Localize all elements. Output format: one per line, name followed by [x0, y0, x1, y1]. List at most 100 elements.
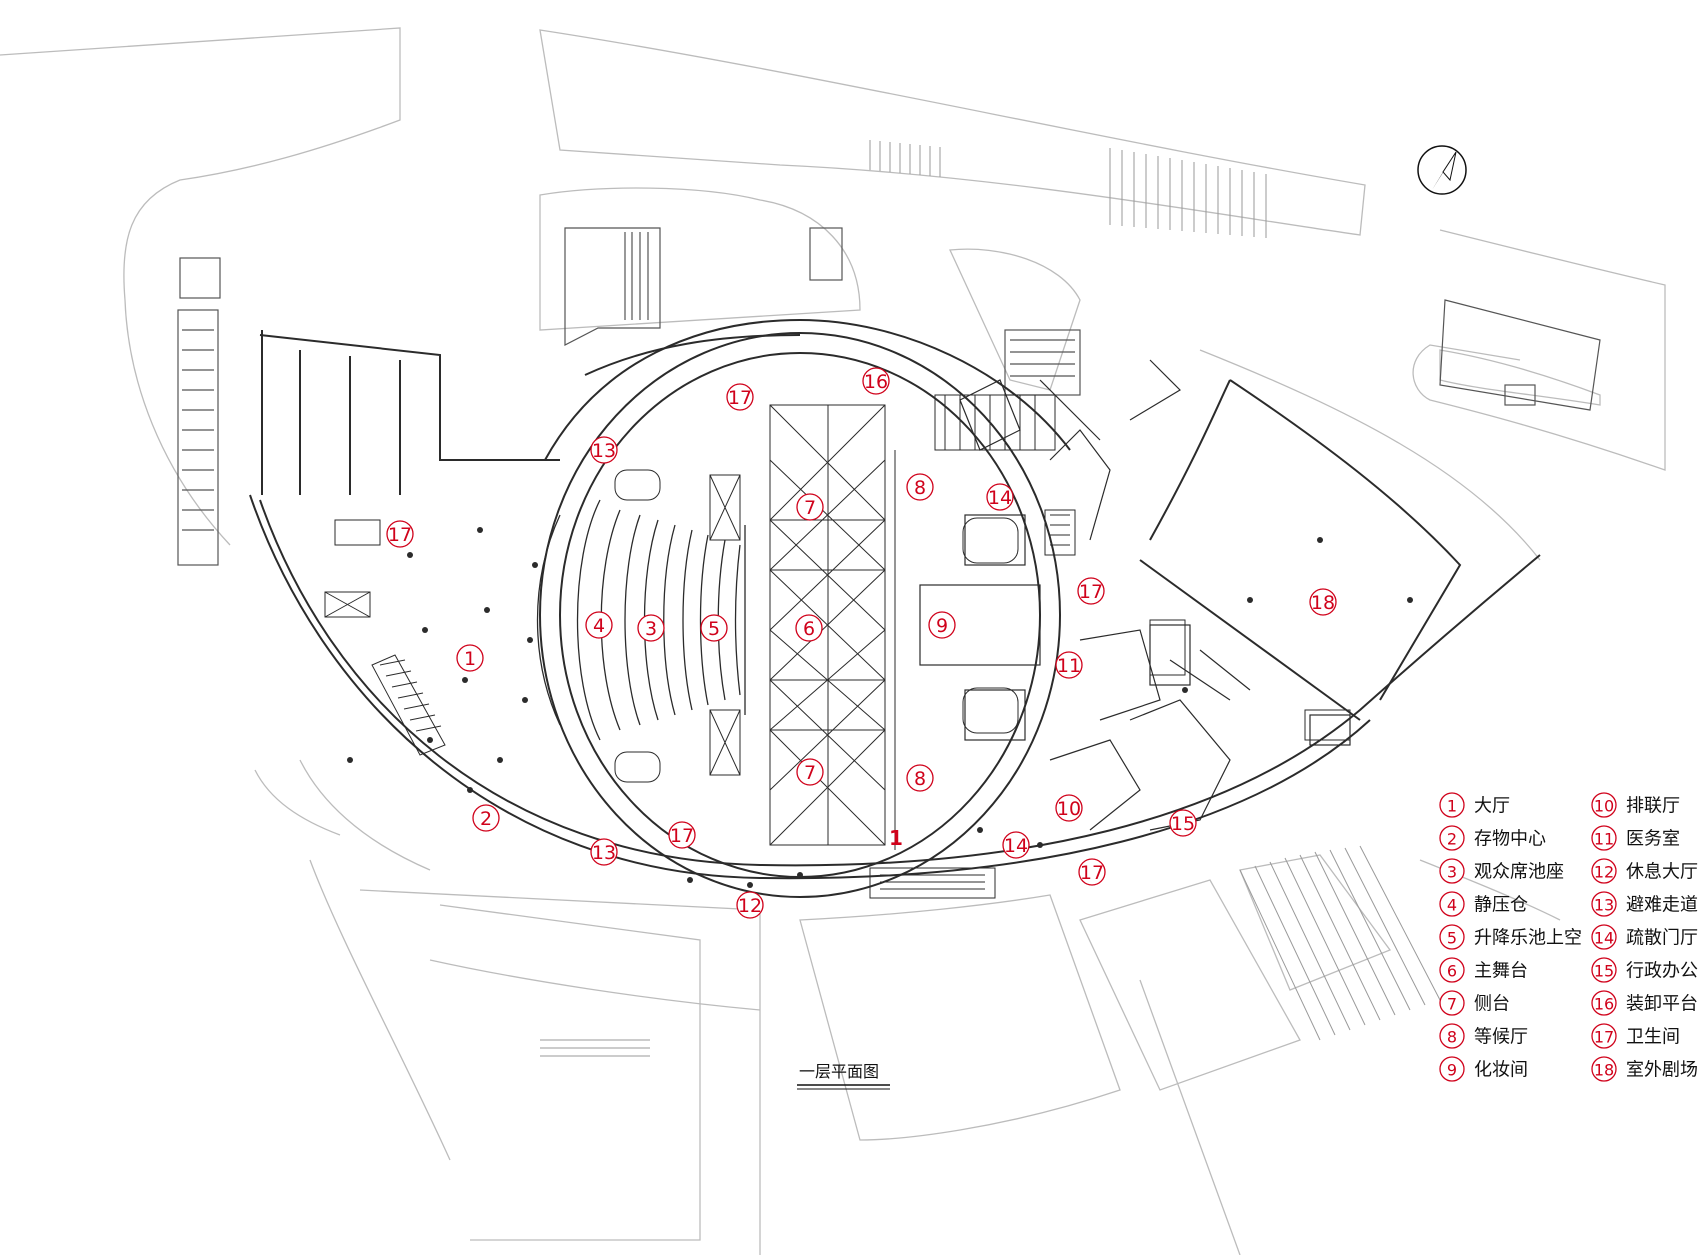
room-marker-11: 11: [1055, 651, 1083, 679]
room-marker-17: 17: [386, 520, 414, 548]
room-marker-3: 3: [637, 614, 665, 642]
svg-text:升降乐池上空: 升降乐池上空: [1474, 928, 1582, 949]
svg-text:7: 7: [1447, 995, 1457, 1014]
room-marker-13: 13: [590, 838, 618, 866]
svg-text:4: 4: [593, 615, 605, 637]
room-marker-7: 7: [796, 758, 824, 786]
svg-text:14: 14: [1004, 835, 1028, 857]
room-marker-12: 12: [736, 891, 764, 919]
plan-title-text: 一层平面图: [799, 1062, 879, 1081]
svg-text:3: 3: [645, 618, 657, 640]
svg-text:14: 14: [988, 487, 1012, 509]
site-parking-hatches: [540, 140, 1441, 1057]
svg-text:13: 13: [1594, 896, 1614, 915]
legend-item-7: 7 侧台: [1439, 990, 1510, 1016]
svg-text:1: 1: [1447, 797, 1457, 816]
svg-text:室外剧场: 室外剧场: [1626, 1060, 1698, 1081]
room-marker-16: 16: [862, 367, 890, 395]
svg-text:17: 17: [388, 524, 412, 546]
svg-text:16: 16: [864, 371, 888, 393]
svg-text:14: 14: [1594, 929, 1614, 948]
west-annex: [177, 257, 221, 566]
room-marker-17: 17: [1078, 858, 1106, 886]
svg-text:观众席池座: 观众席池座: [1474, 862, 1564, 883]
svg-text:6: 6: [1447, 962, 1457, 981]
room-marker-10: 10: [1055, 794, 1083, 822]
svg-text:1: 1: [464, 648, 476, 670]
svg-text:8: 8: [1447, 1028, 1457, 1047]
room-marker-18: 18: [1309, 588, 1337, 616]
svg-text:8: 8: [914, 477, 926, 499]
legend-item-18: 18 室外剧场: [1591, 1056, 1698, 1082]
svg-text:装卸平台: 装卸平台: [1626, 994, 1698, 1015]
svg-text:10: 10: [1057, 798, 1081, 820]
legend-item-14: 14 疏散门厅: [1591, 924, 1698, 950]
svg-text:静压仓: 静压仓: [1474, 895, 1528, 916]
room-marker-8: 8: [906, 764, 934, 792]
svg-text:疏散门厅: 疏散门厅: [1626, 928, 1698, 949]
svg-text:避难走道: 避难走道: [1626, 895, 1698, 916]
room-marker-2: 2: [472, 804, 500, 832]
stage-marker: 1: [889, 826, 903, 850]
svg-text:13: 13: [592, 842, 616, 864]
room-marker-6: 6: [795, 614, 823, 642]
svg-text:15: 15: [1594, 962, 1614, 981]
svg-text:2: 2: [480, 808, 492, 830]
room-marker-13: 13: [590, 436, 618, 464]
svg-text:9: 9: [936, 615, 948, 637]
svg-text:存物中心: 存物中心: [1474, 829, 1546, 850]
room-marker-14: 14: [1002, 831, 1030, 859]
svg-text:11: 11: [1057, 655, 1081, 677]
legend-item-6: 6 主舞台: [1439, 957, 1528, 983]
room-marker-17: 17: [1077, 577, 1105, 605]
svg-text:10: 10: [1594, 797, 1614, 816]
svg-text:5: 5: [1447, 929, 1457, 948]
site-context: [0, 27, 1666, 1255]
room-marker-15: 15: [1169, 809, 1197, 837]
room-marker-4: 4: [585, 611, 613, 639]
room-marker-17: 17: [668, 821, 696, 849]
svg-text:7: 7: [804, 762, 816, 784]
svg-text:休息大厅: 休息大厅: [1626, 862, 1698, 883]
plan-title: 一层平面图: [797, 1062, 890, 1090]
room-marker-5: 5: [700, 614, 728, 642]
room-marker-17: 17: [726, 383, 754, 411]
svg-text:12: 12: [1594, 863, 1614, 882]
svg-text:18: 18: [1594, 1061, 1614, 1080]
svg-text:15: 15: [1171, 813, 1195, 835]
svg-text:侧台: 侧台: [1474, 994, 1510, 1015]
svg-text:6: 6: [803, 618, 815, 640]
svg-text:8: 8: [914, 768, 926, 790]
lobby-columns: [347, 527, 1413, 888]
svg-text:卫生间: 卫生间: [1626, 1027, 1680, 1048]
svg-text:2: 2: [1447, 830, 1457, 849]
svg-text:主舞台: 主舞台: [1474, 961, 1528, 982]
svg-text:9: 9: [1447, 1061, 1457, 1080]
svg-text:16: 16: [1594, 995, 1614, 1014]
room-marker-9: 9: [928, 611, 956, 639]
legend-item-4: 4 静压仓: [1439, 891, 1528, 917]
room-marker-7: 7: [796, 493, 824, 521]
svg-text:11: 11: [1594, 830, 1614, 849]
legend-item-5: 5 升降乐池上空: [1439, 924, 1582, 950]
svg-text:等候厅: 等候厅: [1474, 1027, 1528, 1048]
svg-text:17: 17: [728, 387, 752, 409]
svg-text:4: 4: [1447, 896, 1457, 915]
legend-item-2: 2 存物中心: [1439, 825, 1546, 851]
svg-text:17: 17: [670, 825, 694, 847]
room-marker-1: 1: [456, 644, 484, 672]
service-rooms: [919, 359, 1351, 831]
legend-item-13: 13 避难走道: [1591, 891, 1698, 917]
svg-text:13: 13: [592, 440, 616, 462]
svg-text:17: 17: [1080, 862, 1104, 884]
svg-text:18: 18: [1311, 592, 1335, 614]
stairs-and-lifts: [324, 394, 1351, 899]
